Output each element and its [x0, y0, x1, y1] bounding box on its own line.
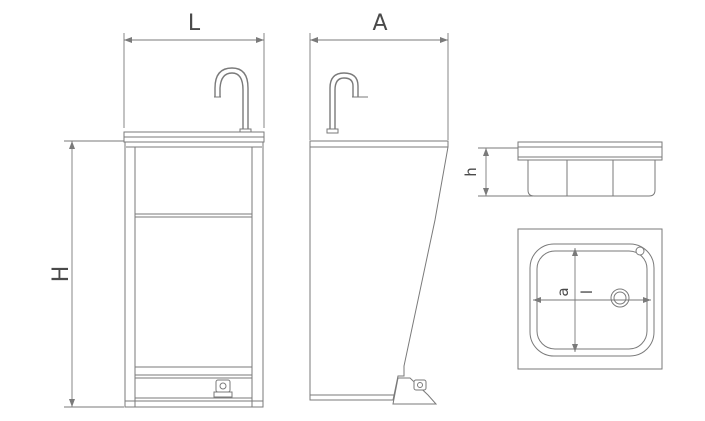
label-height: H [49, 266, 74, 283]
label-depth: A [372, 11, 387, 36]
label-basin-width: a [554, 287, 572, 296]
basin-side-view: h [462, 141, 663, 197]
label-length: L [188, 11, 201, 36]
cabinet-side [309, 140, 449, 401]
side-view: A [309, 11, 449, 405]
faucet-hole [635, 246, 645, 256]
basin-top-view: a l [517, 228, 663, 370]
foot-pedal-front [213, 379, 233, 398]
label-basin-length: l [578, 290, 596, 294]
drain-inner [613, 291, 627, 305]
label-basin-height: h [462, 167, 480, 177]
foot-pedal-side [392, 377, 438, 405]
faucet-side [326, 72, 368, 134]
faucet-front [214, 67, 252, 134]
cabinet-front [124, 141, 264, 408]
front-view: L H [49, 11, 265, 408]
